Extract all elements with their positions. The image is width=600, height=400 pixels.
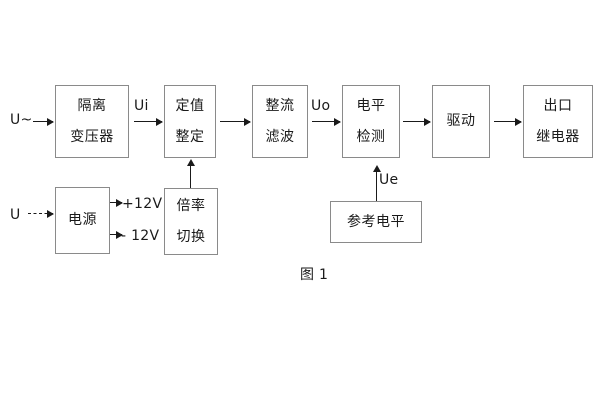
block-reference-level: 参考电平 [330,201,422,243]
block-label-line: 切换 [176,228,206,245]
arrow-supply-positive [110,198,123,207]
arrow-rectify-filter-to-level-detect [312,117,341,126]
block-isolation-transformer: 隔离 变压器 [55,85,129,158]
block-label-line: 滤波 [265,128,295,145]
block-label-line: 电源 [68,212,97,229]
block-label-line: 出口 [543,97,573,114]
arrow-drive-to-output-relay [494,117,522,126]
arrow-level-detect-to-drive [403,117,431,126]
block-level-detect: 电平 检测 [342,85,400,158]
block-label-line: 检测 [356,128,386,145]
block-drive: 驱动 [432,85,490,158]
block-label-line: 电平 [356,97,386,114]
block-rectify-filter: 整流 滤波 [252,85,308,158]
arrow-isolation-transformer-to-setting-value [134,117,163,126]
block-label-line: 倍率 [176,197,206,214]
arrow-input-ac-to-isolation-transformer [33,117,54,126]
label-input-ac: U~ [10,112,33,128]
block-label-line: 整定 [175,128,205,145]
label-ue: Ue [379,172,399,188]
arrow-multiplier-switch-to-setting-value [186,159,195,188]
arrow-reference-level-to-level-detect [372,165,381,201]
block-output-relay: 出口 继电器 [523,85,593,158]
label-supply-negative: - 12V [121,228,160,244]
block-label-line: 继电器 [536,128,580,145]
block-power-supply: 电源 [55,187,110,254]
arrow-supply-negative [110,230,123,239]
label-ui: Ui [134,98,149,114]
block-multiplier-switch: 倍率 切换 [164,188,218,255]
block-label-line: 参考电平 [347,213,405,230]
block-label-line: 整流 [265,97,295,114]
label-supply-positive: +12V [122,196,163,212]
arrow-input-dc-to-power-supply [28,209,54,218]
label-input-dc: U [10,207,21,223]
block-label-line: 驱动 [446,113,476,130]
block-label-line: 定值 [175,97,205,114]
figure-caption: 图 1 [300,267,329,283]
label-uo: Uo [311,98,331,114]
block-setting-value: 定值 整定 [164,85,216,158]
block-label-line: 变压器 [70,128,114,145]
arrow-setting-value-to-rectify-filter [220,117,251,126]
block-label-line: 隔离 [77,97,107,114]
